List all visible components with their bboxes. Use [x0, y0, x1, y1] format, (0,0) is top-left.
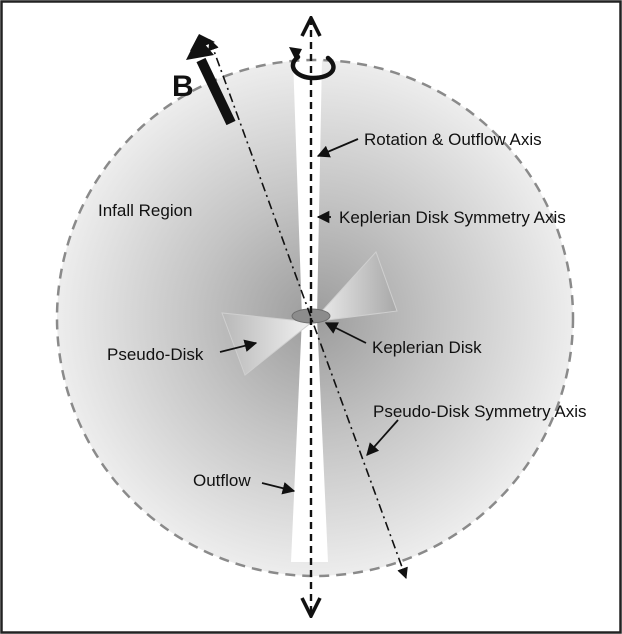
pseudo-disk-label: Pseudo-Disk	[107, 345, 204, 364]
pointer-pseudo-disk-axis	[366, 419, 399, 456]
pointer-pseudo-disk	[219, 339, 258, 353]
rotation-outflow-axis-label: Rotation & Outflow Axis	[364, 130, 542, 149]
curved-rotation-arrow-icon	[289, 47, 336, 81]
infall-region-label: Infall Region	[98, 201, 193, 220]
keplerian-symmetry-axis-label: Keplerian Disk Symmetry Axis	[339, 208, 566, 227]
pointer-outflow	[261, 482, 296, 495]
pseudo-disk-symmetry-axis-label: Pseudo-Disk Symmetry Axis	[373, 402, 587, 421]
keplerian-disk-label: Keplerian Disk	[372, 338, 482, 357]
pointer-rotation-axis	[316, 138, 359, 158]
pointer-keplerian-disk	[324, 322, 367, 344]
b-field-label: B	[172, 70, 194, 103]
thick-arrow-icon	[186, 34, 236, 126]
outflow-label: Outflow	[193, 471, 251, 490]
